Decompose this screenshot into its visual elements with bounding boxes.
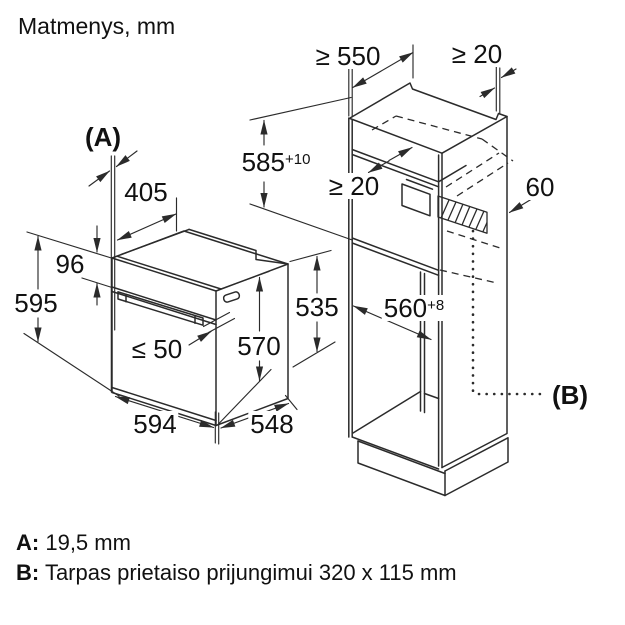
page-title: Matmenys, mm — [18, 13, 176, 39]
niche-height-value: 585 — [241, 147, 285, 177]
footnote-b-text: Tarpas prietaiso prijungimui 320 x 115 m… — [44, 560, 457, 585]
dim-oven-front-height: 595 — [12, 288, 60, 318]
dim-cabinet-niche-height: 585+10 — [239, 147, 313, 177]
dim-oven-body-height: 570 — [235, 331, 283, 361]
footnote-a-text: 19,5 mm — [45, 530, 131, 555]
niche-depth-tolerance: +8 — [427, 297, 445, 314]
footnote-b: B: Tarpas prietaiso prijungimui 320 x 11… — [16, 558, 608, 588]
dim-cabinet-niche-depth: 560+8 — [381, 293, 447, 323]
dim-oven-rear-height: 535 — [293, 292, 341, 322]
footnotes: A: 19,5 mm B: Tarpas prietaiso prijungim… — [16, 528, 608, 588]
footnote-b-key: B: — [16, 560, 40, 585]
dim-oven-depth: 548 — [248, 409, 296, 439]
dim-oven-handle-gap: ≤ 50 — [129, 334, 185, 364]
niche-depth-value: 560 — [383, 293, 428, 323]
dim-cabinet-wall-gap: ≥ 20 — [449, 39, 505, 69]
callout-a-label: (A) — [82, 122, 124, 152]
dim-oven-width: 594 — [131, 409, 179, 439]
footnote-a: A: 19,5 mm — [16, 528, 608, 558]
dim-cabinet-top-depth: ≥ 550 — [313, 41, 383, 71]
callout-b-label: (B) — [549, 380, 591, 410]
dim-cabinet-vent-height: 60 — [523, 172, 557, 202]
dim-oven-panel-height: 96 — [53, 249, 87, 279]
dim-cabinet-rear-gap: ≥ 20 — [326, 171, 382, 201]
niche-height-tolerance: +10 — [284, 151, 311, 168]
footnote-a-key: A: — [16, 530, 40, 555]
dim-oven-top-depth: 405 — [122, 177, 170, 207]
